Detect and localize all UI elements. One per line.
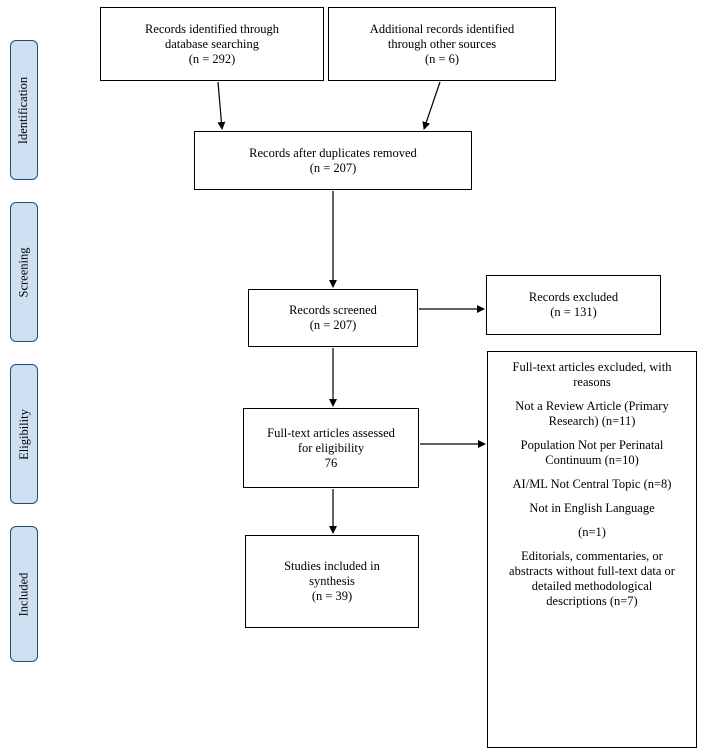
other-sources-line1: Additional records identified — [369, 21, 515, 36]
fulltext-count: 76 — [324, 455, 338, 470]
reason-population-line1: Population Not per Perinatal — [520, 438, 664, 452]
stage-screening: Screening — [10, 202, 38, 342]
screened-box: Records screened (n = 207) — [248, 289, 418, 347]
other-sources-box: Additional records identified through ot… — [328, 7, 556, 81]
reason-aiml: AI/ML Not Central Topic (n=8) — [513, 477, 672, 492]
screened-count: (n = 207) — [309, 318, 357, 332]
stage-eligibility: Eligibility — [10, 364, 38, 504]
reason-editorials: Editorials, commentaries, or abstracts w… — [509, 549, 675, 609]
studies-included-box: Studies included in synthesis (n = 39) — [245, 535, 419, 628]
reason-not-review-line2: Research) (n=11) — [548, 414, 636, 428]
stage-included: Included — [10, 526, 38, 662]
after-duplicates-count: (n = 207) — [309, 160, 357, 175]
excluded-title-line1: Full-text articles excluded, with — [512, 360, 672, 374]
other-sources-line2: through other sources — [387, 36, 497, 51]
reason-language-line1: Not in English Language — [529, 501, 655, 515]
included-line1: Studies included in — [284, 559, 380, 573]
included-line2: synthesis — [309, 574, 355, 588]
reason-language-count: (n=1) — [578, 525, 606, 540]
reason-not-review-line1: Not a Review Article (Primary — [515, 399, 669, 413]
db-search-box: Records identified through database sear… — [100, 7, 324, 81]
reason-editorials-line1: Editorials, commentaries, or — [521, 549, 663, 563]
reason-editorials-line3: detailed methodological — [531, 579, 653, 593]
excluded-title-line2: reasons — [573, 375, 611, 389]
reason-language-count-text: (n=1) — [578, 525, 606, 539]
reason-editorials-line4: descriptions (n=7) — [546, 594, 638, 608]
excluded-line1: Records excluded — [528, 290, 619, 304]
reason-language: Not in English Language — [529, 501, 654, 516]
reason-not-review: Not a Review Article (Primary Research) … — [515, 399, 668, 429]
db-search-line2: database searching — [164, 36, 260, 51]
arrow-db-to-dedup — [217, 81, 226, 130]
fulltext-line2: for eligibility — [297, 440, 365, 455]
db-search-line1: Records identified through — [145, 21, 279, 36]
excluded-title: Full-text articles excluded, with reason… — [513, 360, 672, 390]
fulltext-excluded-box: Full-text articles excluded, with reason… — [487, 351, 697, 748]
excluded-count: (n = 131) — [550, 305, 597, 319]
screened-line1: Records screened — [289, 303, 377, 317]
other-sources-count: (n = 6) — [424, 51, 460, 66]
after-duplicates-line1: Records after duplicates removed — [249, 145, 417, 160]
arrow-other-to-dedup — [422, 81, 441, 130]
reason-population: Population Not per Perinatal Continuum (… — [521, 438, 664, 468]
excluded-box: Records excluded (n = 131) — [486, 275, 661, 335]
reason-editorials-line2: abstracts without full-text data or — [509, 564, 675, 578]
stage-identification: Identification — [10, 40, 38, 180]
fulltext-assessed-box: Full-text articles assessed for eligibil… — [243, 408, 419, 488]
included-count: (n = 39) — [311, 589, 353, 603]
fulltext-line1: Full-text articles assessed — [267, 425, 395, 440]
reason-aiml-line1: AI/ML Not Central Topic (n=8) — [512, 477, 672, 491]
after-duplicates-box: Records after duplicates removed (n = 20… — [194, 131, 472, 190]
db-search-count: (n = 292) — [188, 51, 236, 66]
reason-population-line2: Continuum (n=10) — [545, 453, 639, 467]
